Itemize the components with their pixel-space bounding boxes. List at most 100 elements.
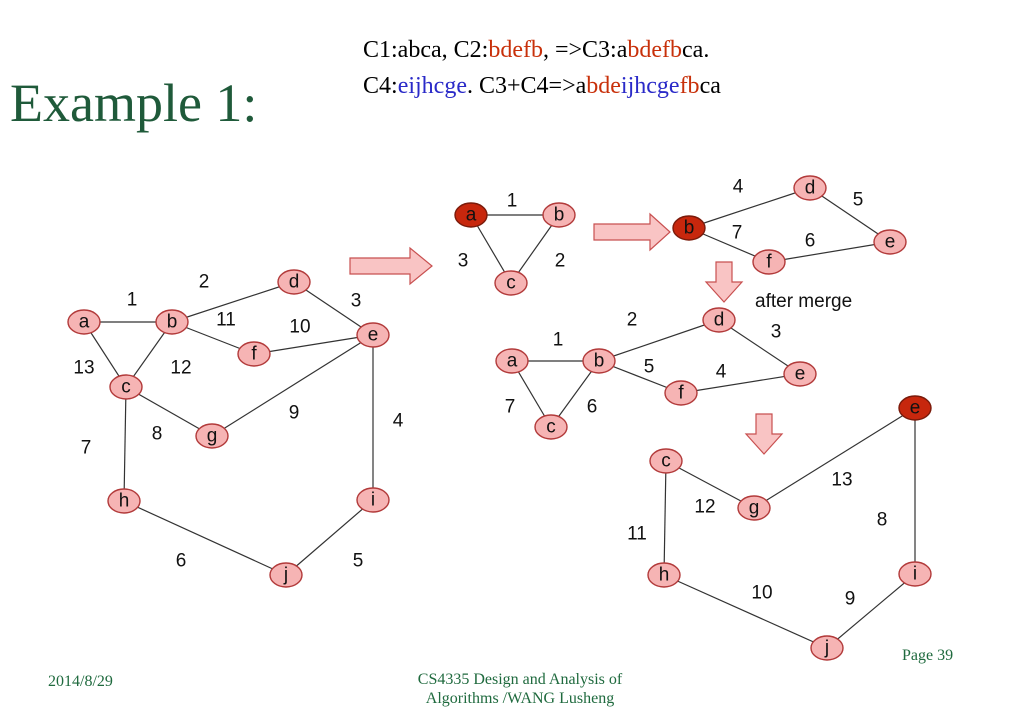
edge-weight-label: 1 xyxy=(507,191,518,212)
edge-weight-label: 11 xyxy=(627,524,647,545)
edge-i-j xyxy=(285,499,374,576)
edge-h-j xyxy=(123,500,287,576)
edge-g-e xyxy=(753,407,916,509)
edge-weight-label: 13 xyxy=(831,470,852,491)
node-d xyxy=(277,269,311,295)
node-label: a xyxy=(79,312,90,333)
node-label: a xyxy=(466,205,477,226)
after-merge-label: after merge xyxy=(755,291,852,312)
cycle-segment: bdefb xyxy=(627,37,683,63)
edge-d-e xyxy=(809,187,891,243)
node-f xyxy=(752,249,786,275)
edge-weight-label: 1 xyxy=(127,290,138,311)
node-b xyxy=(582,348,616,374)
edge-c-g xyxy=(665,460,755,509)
node-label: d xyxy=(714,310,725,331)
edge-d-e xyxy=(293,281,374,336)
node-j xyxy=(269,562,303,588)
down-arrow-icon xyxy=(744,413,784,455)
edge-weight-label: 4 xyxy=(716,362,727,383)
node-e xyxy=(898,395,932,421)
cycle-segment: . C3+C4=>a xyxy=(466,73,587,99)
edge-weight-label: 5 xyxy=(644,357,655,378)
node-e xyxy=(873,229,907,255)
edge-weight-label: 7 xyxy=(81,438,92,459)
edge-weight-label: 6 xyxy=(176,551,187,572)
node-d xyxy=(702,307,736,333)
node-label: h xyxy=(119,491,130,512)
edge-weight-label: 3 xyxy=(771,322,782,343)
node-label: j xyxy=(824,638,829,659)
node-e xyxy=(783,361,817,387)
footer-course-line-1: CS4335 Design and Analysis of xyxy=(417,671,623,688)
node-label: h xyxy=(659,565,670,586)
node-label: i xyxy=(371,490,375,511)
cycle-segment: bdefb xyxy=(488,37,543,63)
edge-c-h xyxy=(663,460,667,576)
node-b xyxy=(542,202,576,228)
cycle-segment: C1:abca, C2: xyxy=(363,37,489,63)
node-label: b xyxy=(167,312,178,333)
edge-i-j xyxy=(826,573,916,649)
footer-course-line-2: Algorithms /WANG Lusheng xyxy=(425,690,615,707)
node-f xyxy=(664,380,698,406)
edge-b-d xyxy=(688,187,811,229)
node-a xyxy=(454,202,488,228)
edge-weight-label: 12 xyxy=(170,358,191,379)
node-j xyxy=(810,635,844,661)
edge-weight-label: 1 xyxy=(553,330,564,351)
edge-weight-label: 9 xyxy=(289,403,300,424)
edge-weight-label: 2 xyxy=(199,272,210,293)
edge-weight-label: 5 xyxy=(853,190,864,211)
slide-title: Example 1: xyxy=(10,73,258,133)
node-label: d xyxy=(289,272,300,293)
node-h xyxy=(647,562,681,588)
node-label: c xyxy=(506,273,516,294)
footer-course: CS4335 Design and Analysis of Algorithms… xyxy=(380,670,660,708)
node-label: i xyxy=(913,564,917,585)
cycle-segment: ijhcge xyxy=(620,73,680,99)
node-label: g xyxy=(749,498,760,519)
node-f xyxy=(237,341,271,367)
edge-weight-label: 2 xyxy=(555,251,566,272)
edge-weight-label: 7 xyxy=(732,223,743,244)
node-i xyxy=(898,561,932,587)
node-c xyxy=(494,270,528,296)
node-label: c xyxy=(546,417,556,438)
node-g xyxy=(737,495,771,521)
edge-weight-label: 12 xyxy=(694,497,715,518)
node-h xyxy=(107,488,141,514)
node-label: e xyxy=(368,325,379,346)
node-label: c xyxy=(121,377,131,398)
node-c xyxy=(534,414,568,440)
node-b xyxy=(155,309,189,335)
node-label: b xyxy=(594,351,605,372)
down-arrow-icon xyxy=(704,261,744,303)
edge-weight-label: 2 xyxy=(627,310,638,331)
cycle-line-2: C4:eijhcge. C3+C4=>abdeijhcgefbca xyxy=(363,73,721,100)
edge-f-e xyxy=(768,241,891,263)
cycle-line-1: C1:abca, C2:bdefb, =>C3:abdefbca. xyxy=(363,37,709,64)
edge-weight-label: 8 xyxy=(877,510,888,531)
cycle-segment: fb xyxy=(679,73,700,99)
edge-f-e xyxy=(253,334,374,355)
edge-weight-label: 7 xyxy=(505,397,516,418)
edge-b-d xyxy=(598,319,720,362)
node-b xyxy=(672,215,706,241)
edge-c-g xyxy=(125,386,213,437)
node-a xyxy=(67,309,101,335)
edge-weight-label: 4 xyxy=(393,411,404,432)
cycle-segment: ca. xyxy=(682,37,710,63)
edge-d-e xyxy=(718,319,801,375)
node-g xyxy=(195,423,229,449)
edge-weight-label: 8 xyxy=(152,424,163,445)
node-label: g xyxy=(207,426,218,447)
node-d xyxy=(793,175,827,201)
edge-weight-label: 4 xyxy=(733,177,744,198)
cycle-segment: bde xyxy=(586,73,621,99)
